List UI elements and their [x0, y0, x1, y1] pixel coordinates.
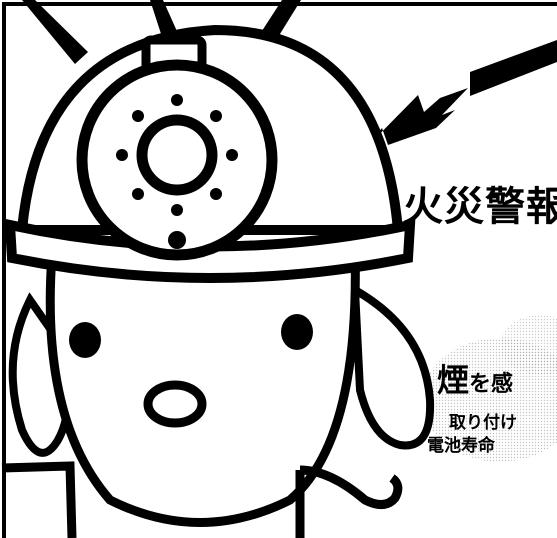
- headline-text: 火災警報: [403, 184, 557, 230]
- face: [45, 245, 360, 527]
- detector-indicator: [168, 231, 186, 249]
- detector-sensor-spokes: [116, 94, 238, 216]
- left-eye: [69, 322, 101, 358]
- note-line-install: 取り付け: [449, 413, 517, 433]
- smoke-puff: [500, 315, 557, 375]
- lightning-bolt-tail: [470, 40, 557, 96]
- callout-heading: 煙を感: [437, 355, 513, 401]
- callout-rest: を感: [469, 372, 514, 397]
- mouth: [143, 380, 207, 428]
- callout-keyword: 煙: [437, 361, 470, 399]
- note-line-battery: 電池寿命: [427, 436, 495, 456]
- right-eye: [281, 314, 313, 350]
- left-shoulder: [1, 461, 77, 538]
- right-ear: [350, 282, 435, 450]
- right-hand: [299, 465, 403, 509]
- alarm-ray-left: [22, 0, 88, 64]
- lightning-bolt-icon: [362, 70, 472, 152]
- detector-sensor: [136, 114, 218, 196]
